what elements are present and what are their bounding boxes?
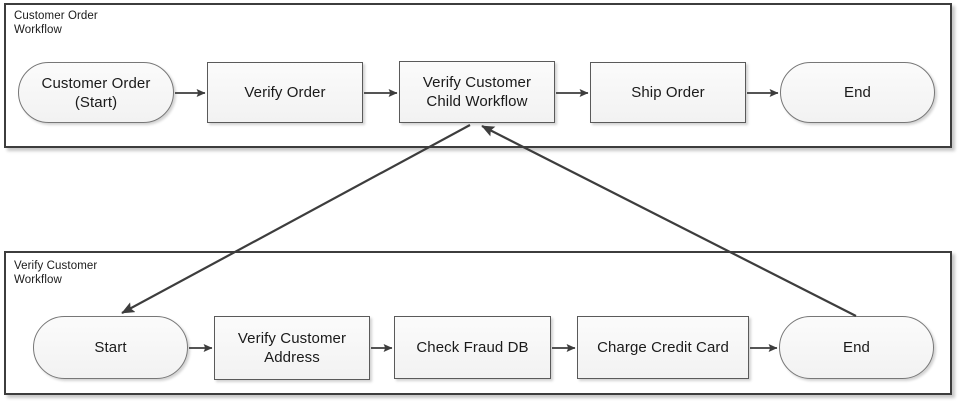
node-customer-order-start[interactable]: Customer Order (Start) <box>18 62 174 123</box>
node-ship-order[interactable]: Ship Order <box>590 62 746 123</box>
node-check-fraud-db[interactable]: Check Fraud DB <box>394 316 551 379</box>
node-customer-order-end[interactable]: End <box>780 62 935 123</box>
node-charge-credit-card[interactable]: Charge Credit Card <box>577 316 749 379</box>
node-verify-customer-start[interactable]: Start <box>33 316 188 379</box>
lane-label-customer-order-workflow: Customer Order Workflow <box>14 10 98 36</box>
lane-label-verify-customer-workflow: Verify Customer Workflow <box>14 260 98 286</box>
node-verify-customer-address[interactable]: Verify Customer Address <box>214 316 370 380</box>
node-verify-order[interactable]: Verify Order <box>207 62 363 123</box>
node-verify-customer-end[interactable]: End <box>779 316 934 379</box>
node-verify-customer-child-workflow[interactable]: Verify Customer Child Workflow <box>399 61 555 123</box>
